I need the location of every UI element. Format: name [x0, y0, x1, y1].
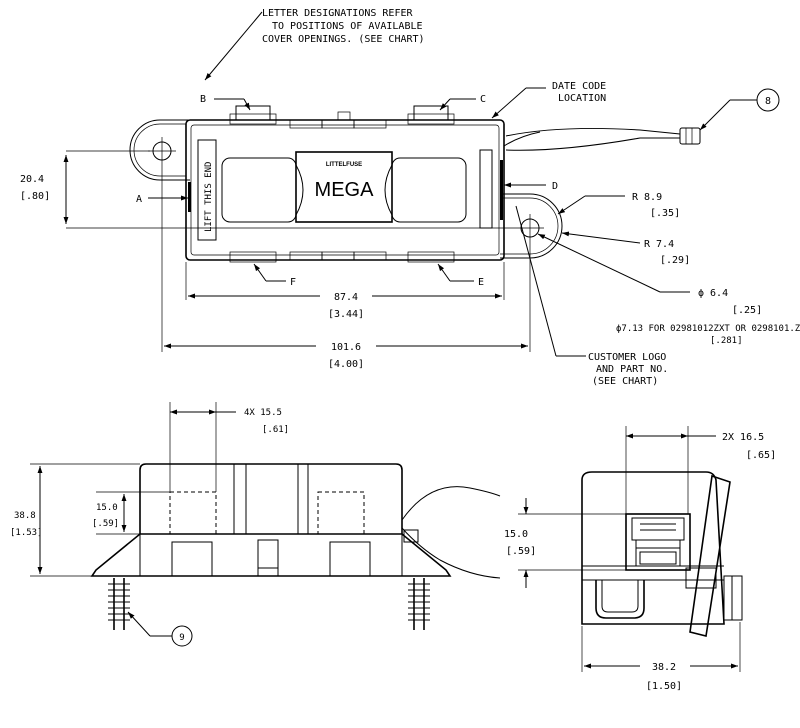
dim-opening-4x: 4X 15.5 — [244, 408, 282, 418]
dim-radius-inner-in: [.29] — [660, 255, 690, 266]
letter-a: A — [136, 194, 142, 205]
right-mounting-ear — [500, 193, 563, 259]
stud-left — [108, 578, 130, 630]
letter-d: D — [552, 181, 558, 192]
dim-inner-length-mm: 87.4 — [334, 292, 358, 303]
left-mounting-ear — [129, 119, 190, 181]
note-letter-designations-1: LETTER DESIGNATIONS REFER — [262, 8, 413, 19]
balloon-8-label: 8 — [765, 96, 771, 107]
dim-radius-outer: R 8.9 — [632, 192, 662, 203]
customer-logo-area — [479, 149, 493, 229]
note-customer-logo-2: AND PART NO. — [596, 364, 668, 375]
side-strap — [689, 474, 731, 637]
fuse-window-right — [391, 157, 467, 223]
dim-overall-length-mm: 101.6 — [331, 342, 361, 353]
side-view: 2X 16.5 [.65] 15.0 [.59] 38.2 [1.50] — [504, 426, 776, 692]
front-cable — [401, 486, 501, 521]
dim-height-in: [.80] — [20, 191, 50, 202]
top-view: LIFT THIS END LITTELFUSE MEGA 20.4 [.80] — [20, 8, 800, 387]
note-date-code-2: LOCATION — [558, 93, 606, 104]
dim-opening-height: 15.0 — [96, 503, 118, 513]
note-customer-logo-3: (SEE CHART) — [592, 376, 658, 387]
brand-label: LITTELFUSE — [326, 162, 362, 168]
letter-c: C — [480, 94, 486, 105]
dim-opening-2x-in: [.65] — [746, 450, 776, 461]
dim-side-opening-height-in: [.59] — [506, 546, 536, 557]
dim-side-width-in: [1.50] — [646, 681, 682, 692]
dim-radius-outer-in: [.35] — [650, 208, 680, 219]
note-letter-designations-3: COVER OPENINGS. (SEE CHART) — [262, 34, 425, 45]
side-body — [581, 471, 725, 625]
dim-hole-diameter: ϕ 6.4 — [698, 288, 728, 299]
product-label: MEGA — [315, 179, 375, 201]
dim-total-height: 38.8 — [14, 511, 36, 521]
dim-hole-alt-in: [.281] — [710, 336, 743, 346]
dim-hole-diameter-in: [.25] — [732, 305, 762, 316]
dim-radius-inner: R 7.4 — [644, 239, 674, 250]
dim-opening-height-in: [.59] — [92, 519, 119, 529]
letter-f: F — [290, 277, 296, 288]
fuse-window-left — [221, 157, 297, 223]
strap — [505, 127, 681, 137]
side-terminal-window — [625, 513, 691, 571]
dim-height-mm: 20.4 — [20, 174, 44, 185]
dim-inner-length-in: [3.44] — [328, 309, 364, 320]
front-cover — [139, 463, 403, 534]
letter-e: E — [478, 277, 484, 288]
lift-label: LIFT THIS END — [204, 162, 214, 232]
balloon-9-label: 9 — [179, 633, 184, 643]
stud-right — [408, 578, 430, 630]
mega-fuse-label — [295, 151, 393, 223]
dim-opening-2x: 2X 16.5 — [722, 432, 764, 443]
dim-side-opening-height: 15.0 — [504, 529, 528, 540]
note-letter-designations-2: TO POSITIONS OF AVAILABLE — [272, 21, 423, 32]
dim-overall-length-in: [4.00] — [328, 359, 364, 370]
note-customer-logo-1: CUSTOMER LOGO — [588, 352, 666, 363]
note-date-code-1: DATE CODE — [552, 81, 606, 92]
dim-total-height-in: [1.53] — [10, 528, 43, 538]
front-view: 4X 15.5 [.61] 15.0 [.59] 38.8 [1.53] 9 — [10, 402, 501, 647]
letter-b: B — [200, 94, 206, 105]
dim-side-width: 38.2 — [652, 662, 676, 673]
lift-tab — [197, 139, 217, 241]
dim-hole-alt: ϕ7.13 FOR 02981012ZXT OR 0298101.Z — [616, 324, 800, 334]
dim-opening-4x-in: [.61] — [262, 425, 289, 435]
